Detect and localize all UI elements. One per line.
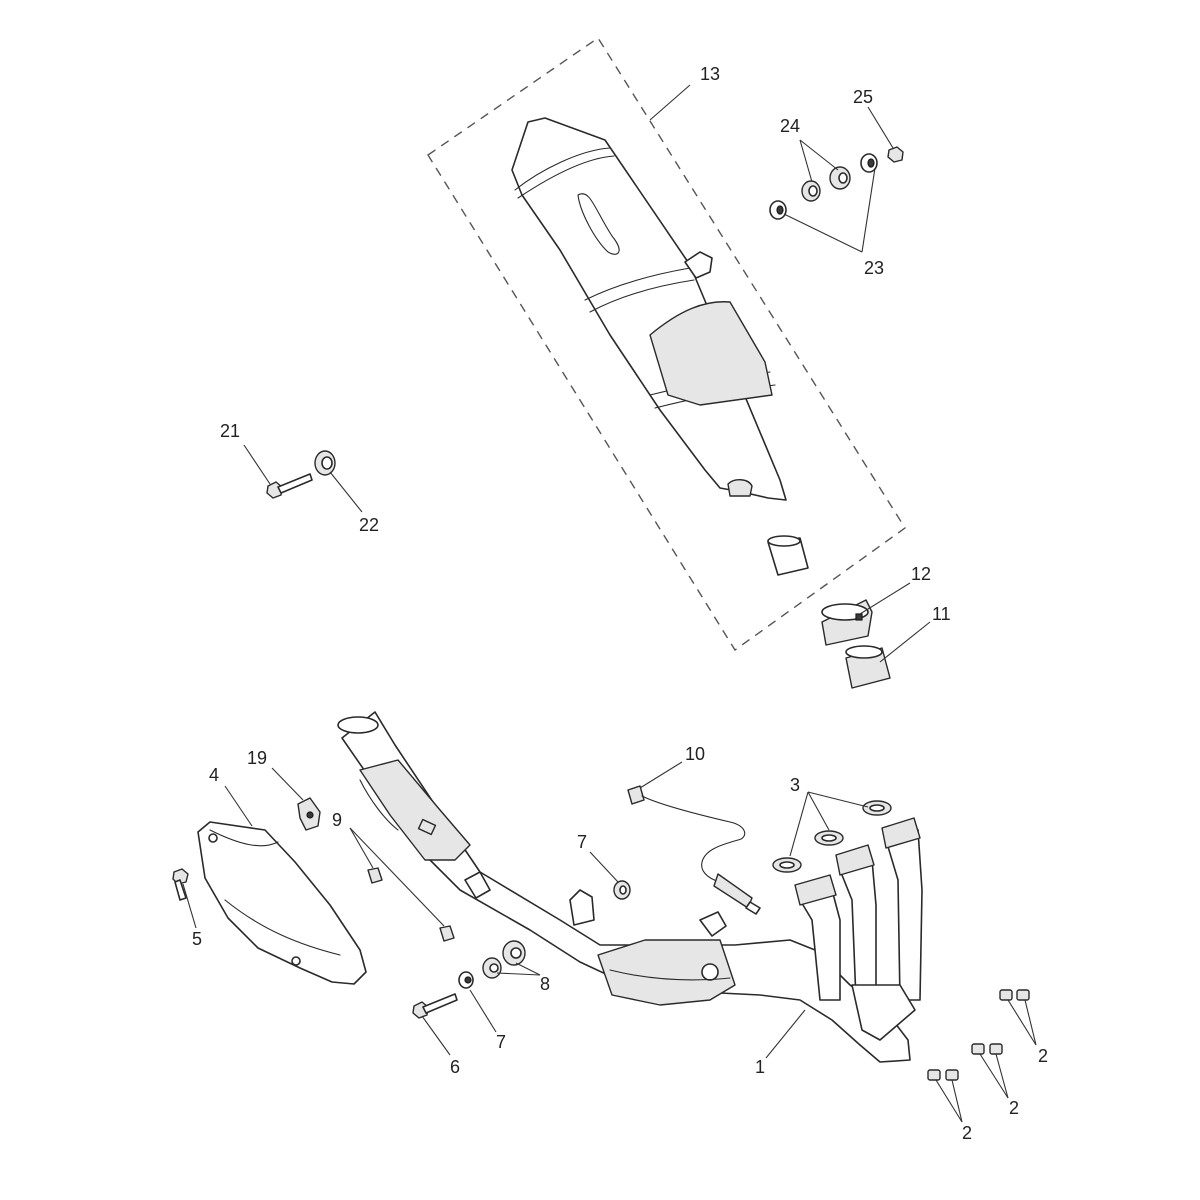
- callout-25: 25: [853, 87, 873, 107]
- callout-10: 10: [685, 744, 705, 764]
- callout-13: 13: [700, 64, 720, 84]
- bolt-21[interactable]: [266, 473, 313, 499]
- rubber-8-small[interactable]: [482, 957, 502, 979]
- mount-washer-right[interactable]: [860, 153, 878, 173]
- callout-6: 6: [450, 1057, 460, 1077]
- port-gasket-3[interactable]: [862, 800, 892, 816]
- port-gasket-2[interactable]: [814, 830, 844, 846]
- silencer-assembly-boundary: [427, 37, 906, 652]
- callout-3: 3: [790, 775, 800, 795]
- mount-rubber-left[interactable]: [801, 180, 821, 202]
- spacer-9-lower[interactable]: [439, 925, 455, 942]
- nut-pair-right[interactable]: [999, 989, 1030, 1001]
- lambda-sensor[interactable]: [627, 785, 761, 915]
- header-primary-pipes[interactable]: [794, 817, 923, 1041]
- callout-2-left: 2: [962, 1123, 972, 1143]
- spacer-9-upper[interactable]: [367, 867, 383, 884]
- callout-22: 22: [359, 515, 379, 535]
- rubber-8-large[interactable]: [502, 940, 526, 966]
- callout-9: 9: [332, 810, 342, 830]
- grommet-7-upper[interactable]: [613, 880, 631, 900]
- callout-4: 4: [209, 765, 219, 785]
- port-gasket-1[interactable]: [772, 857, 802, 873]
- clip-nut[interactable]: [297, 797, 321, 831]
- grommet-22[interactable]: [314, 450, 336, 476]
- callout-1: 1: [755, 1057, 765, 1077]
- washer-7-lower[interactable]: [458, 971, 474, 989]
- clamp[interactable]: [821, 599, 873, 646]
- nut-pair-middle[interactable]: [971, 1043, 1003, 1055]
- nut-pair-left[interactable]: [927, 1069, 959, 1081]
- callout-8: 8: [540, 974, 550, 994]
- callout-19: 19: [247, 748, 267, 768]
- mount-rubber-right[interactable]: [829, 166, 851, 190]
- callout-5: 5: [192, 929, 202, 949]
- heat-shield[interactable]: [197, 821, 367, 985]
- silencer[interactable]: [511, 117, 787, 501]
- callout-11: 11: [932, 604, 951, 624]
- leader-lines: [182, 84, 1037, 1123]
- callout-7-upper: 7: [577, 832, 587, 852]
- callout-2-right: 2: [1038, 1046, 1048, 1066]
- callout-2-middle: 2: [1009, 1098, 1019, 1118]
- gasket-sleeve[interactable]: [845, 645, 891, 689]
- bolt-6[interactable]: [412, 993, 458, 1019]
- callout-21: 21: [220, 421, 240, 441]
- bolt-5[interactable]: [172, 868, 189, 901]
- exhaust-header-assembly[interactable]: [337, 711, 911, 1063]
- callout-labels: 13 24 25 23 21 22 12 11 10 4 19 3 9 7 5 …: [192, 64, 1048, 1143]
- callout-7-lower: 7: [496, 1032, 506, 1052]
- callout-23: 23: [864, 258, 884, 278]
- callout-24: 24: [780, 116, 800, 136]
- callout-12: 12: [911, 564, 931, 584]
- silencer-joint-sleeve[interactable]: [767, 535, 809, 576]
- mount-nut[interactable]: [887, 146, 904, 163]
- mount-washer-left[interactable]: [769, 200, 787, 220]
